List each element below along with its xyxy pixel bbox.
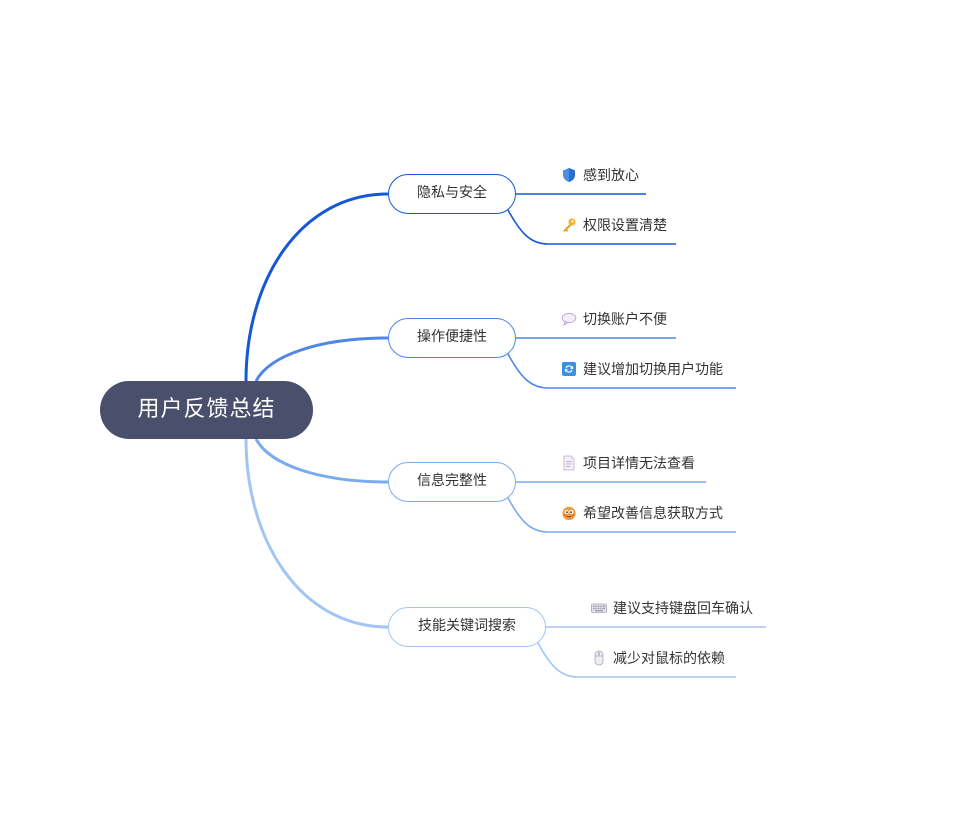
branch-topic-skill-keyword-search[interactable]: 技能关键词搜索 [388, 607, 546, 647]
link-branch-2-child-2 [507, 353, 736, 389]
subtopic-permission-settings-clear[interactable]: 权限设置清楚 [561, 214, 667, 236]
subtopic-label: 项目详情无法查看 [583, 456, 695, 472]
key-icon [561, 217, 577, 233]
subtopic-label: 建议支持键盘回车确认 [613, 601, 753, 617]
subtopic-reduce-mouse-dependence[interactable]: 减少对鼠标的依赖 [591, 647, 725, 669]
branch-topic-privacy-security[interactable]: 隐私与安全 [388, 174, 516, 214]
subtopic-project-details-not-viewable[interactable]: 项目详情无法查看 [561, 452, 695, 474]
subtopic-label: 权限设置清楚 [583, 218, 667, 234]
branch-topic-ease-of-operation[interactable]: 操作便捷性 [388, 318, 516, 358]
link-branch-4-child-2 [537, 642, 736, 678]
subtopic-switching-accounts-inconvenient[interactable]: 切换账户不便 [561, 308, 667, 330]
speech-bubble-icon [561, 311, 577, 327]
link-branch-3-child-2 [507, 497, 736, 533]
subtopic-label: 希望改善信息获取方式 [583, 506, 723, 522]
subtopic-support-enter-key-confirm[interactable]: 建议支持键盘回车确认 [591, 597, 753, 619]
refresh-icon [561, 361, 577, 377]
document-icon [561, 455, 577, 471]
link-root-branch-3 [254, 438, 389, 484]
emoji-face-icon [561, 505, 577, 521]
subtopic-improve-information-access[interactable]: 希望改善信息获取方式 [561, 502, 723, 524]
subtopic-label: 建议增加切换用户功能 [583, 362, 723, 378]
keyboard-icon [591, 600, 607, 616]
branch-topic-information-completeness[interactable]: 信息完整性 [388, 462, 516, 502]
subtopic-label: 切换账户不便 [583, 312, 667, 328]
mouse-icon [591, 650, 607, 666]
link-root-branch-4 [244, 438, 389, 629]
subtopic-label: 感到放心 [583, 168, 639, 184]
shield-icon [561, 167, 577, 183]
link-root-branch-1 [244, 192, 389, 382]
link-root-branch-2 [254, 336, 389, 382]
subtopic-label: 减少对鼠标的依赖 [613, 651, 725, 667]
link-branch-1-child-2 [507, 209, 676, 245]
subtopic-suggest-switch-user-feature[interactable]: 建议增加切换用户功能 [561, 358, 723, 380]
subtopic-feel-reassured[interactable]: 感到放心 [561, 164, 639, 186]
root-topic[interactable]: 用户反馈总结 [100, 381, 313, 439]
